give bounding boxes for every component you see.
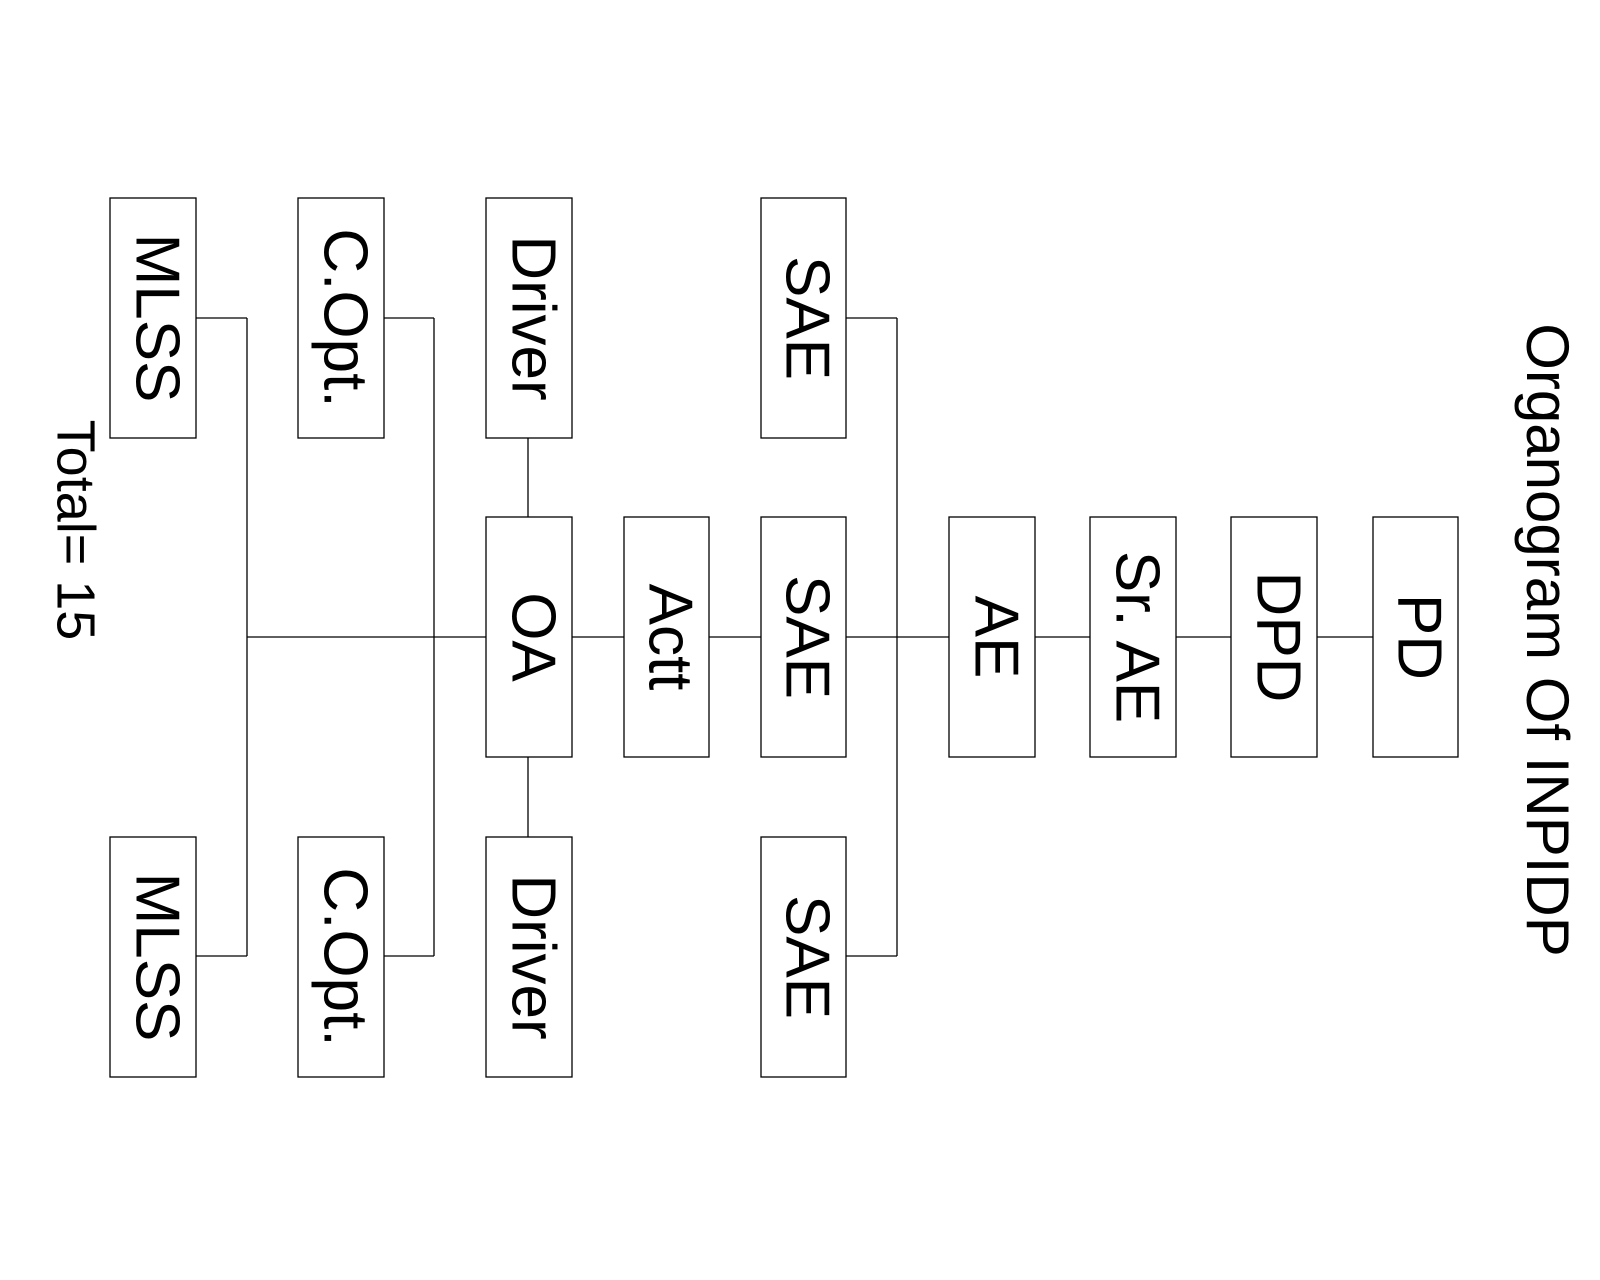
position-c-opt-top: C.Opt.	[297, 197, 385, 439]
position-dpd-label: DPD	[1244, 572, 1313, 703]
position-sr-ae: Sr. AE	[1089, 516, 1177, 758]
position-sae-center-label: SAE	[773, 575, 842, 699]
position-ae-label: AE	[962, 596, 1031, 679]
position-pd: PD	[1372, 516, 1459, 758]
position-sae-top: SAE	[760, 197, 847, 439]
position-driver-bottom: Driver	[485, 836, 573, 1078]
position-mlss-bottom-label: MLSS	[123, 873, 192, 1042]
position-oa: OA	[485, 516, 573, 758]
position-sae-bottom-label: SAE	[773, 895, 842, 1019]
position-dpd: DPD	[1230, 516, 1318, 758]
position-driver-top: Driver	[485, 197, 573, 439]
position-c-opt-bottom-label: C.Opt.	[311, 867, 380, 1046]
total-label: Total= 15	[46, 420, 106, 641]
position-mlss-top: MLSS	[109, 197, 197, 439]
position-driver-top-label: Driver	[499, 235, 568, 400]
position-sae-top-label: SAE	[773, 256, 842, 380]
position-actt-label: Actt	[636, 584, 705, 691]
position-c-opt-bottom: C.Opt.	[297, 836, 385, 1078]
position-sae-bottom: SAE	[760, 836, 847, 1078]
position-actt: Actt	[623, 516, 710, 758]
position-pd-label: PD	[1385, 594, 1454, 680]
position-ae: AE	[948, 516, 1036, 758]
position-sae-center: SAE	[760, 516, 847, 758]
position-driver-bottom-label: Driver	[499, 874, 568, 1039]
position-oa-label: OA	[499, 592, 568, 682]
position-mlss-top-label: MLSS	[123, 234, 192, 403]
position-sr-ae-label: Sr. AE	[1103, 551, 1172, 723]
position-c-opt-top-label: C.Opt.	[311, 228, 380, 407]
diagram-title: Organogram Of INPIDP	[1514, 323, 1581, 957]
position-mlss-bottom: MLSS	[109, 836, 197, 1078]
